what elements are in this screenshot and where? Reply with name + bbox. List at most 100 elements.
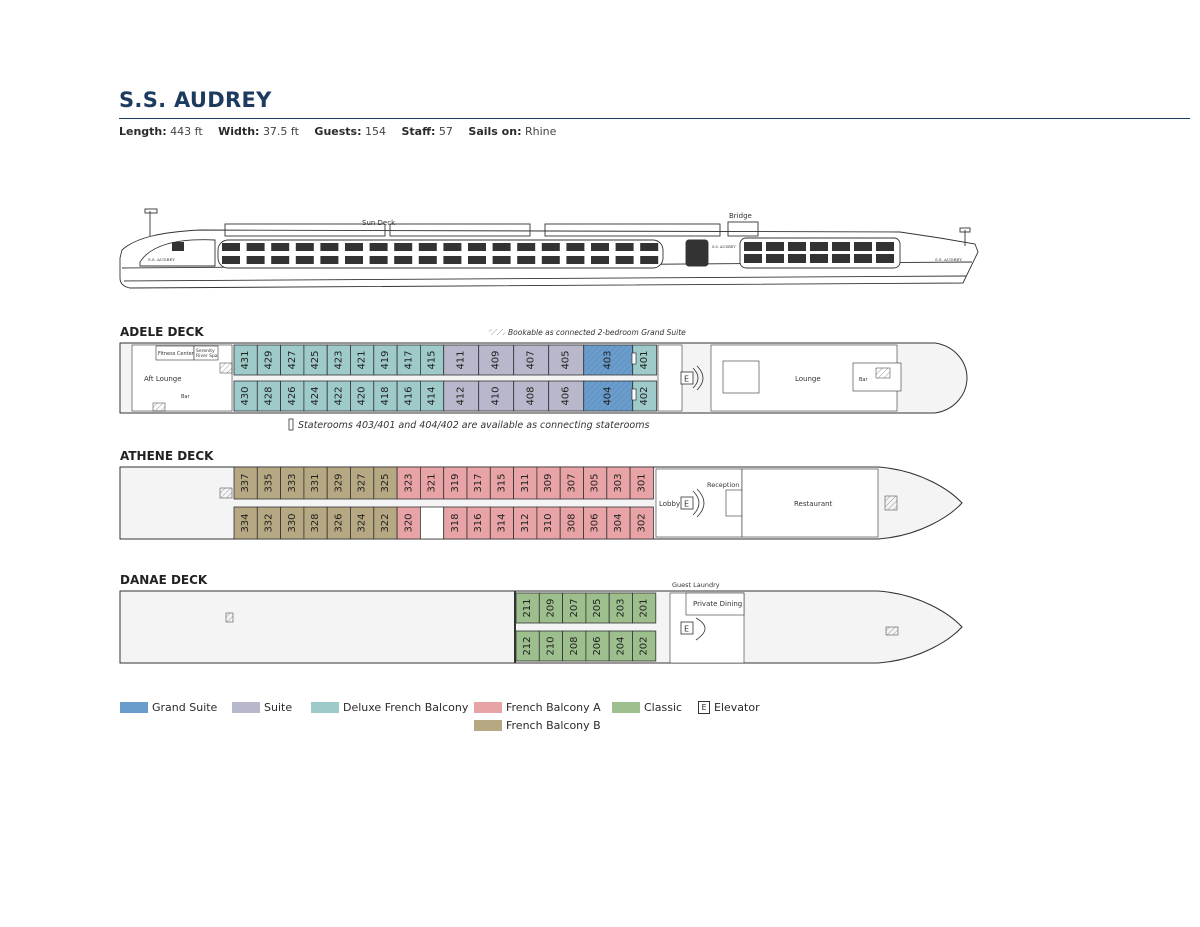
- cabin-408: [513, 380, 550, 412]
- cabin-number: 426: [287, 386, 298, 405]
- cabin-number: 202: [639, 636, 650, 655]
- profile-windows: [172, 242, 894, 264]
- cabin-number: 307: [566, 473, 577, 492]
- cabin-number: 327: [357, 473, 368, 492]
- cabin-409: [478, 344, 515, 376]
- cabin-number: 404: [603, 386, 614, 405]
- cabin-window: [615, 256, 634, 264]
- aft-lounge-label: Aft Lounge: [144, 375, 182, 383]
- cabin-401: [632, 344, 658, 376]
- lounge-window: [810, 254, 828, 263]
- cabin-number: 304: [613, 513, 624, 532]
- sun-deck-canopy-3: [544, 223, 721, 237]
- cabin-number: 420: [357, 386, 368, 405]
- cabin-number: 328: [310, 513, 321, 532]
- lounge-window: [766, 242, 784, 251]
- aft-window: [172, 242, 184, 251]
- cabin-number: 310: [543, 513, 554, 532]
- bridge-house: [727, 221, 759, 237]
- danae-elevator-icon: [680, 621, 694, 635]
- aft-mast-top: [144, 208, 158, 214]
- cabin-number: 209: [545, 598, 556, 617]
- fwd-bar-label: Bar: [859, 377, 868, 383]
- connecting-note: Staterooms 403/401 and 404/402 are avail…: [298, 420, 649, 431]
- cabin-window: [517, 256, 536, 264]
- cabin-407: [513, 344, 550, 376]
- aft-bar-label: Bar: [181, 394, 190, 400]
- cabin-window: [246, 243, 265, 251]
- cabin-number: 405: [561, 350, 572, 369]
- cabin-window: [320, 243, 339, 251]
- cabin-number: 201: [639, 598, 650, 617]
- cabin-window: [246, 256, 265, 264]
- adele-elevator-letter: E: [684, 375, 689, 384]
- cabin-number: 205: [592, 598, 603, 617]
- cabin-window: [541, 243, 560, 251]
- danae-elevator-letter: E: [684, 625, 689, 634]
- cabin-number: 403: [603, 350, 614, 369]
- cabin-number: 322: [380, 513, 391, 532]
- cabin-number: 301: [636, 473, 647, 492]
- connecting-door: [631, 388, 637, 401]
- cabin-window: [394, 243, 413, 251]
- cabin-number: 323: [403, 473, 414, 492]
- athene-staircase: [692, 490, 700, 516]
- hull-name-aft: S.S. AUDREY: [148, 257, 175, 262]
- cabin-number: 315: [496, 473, 507, 492]
- cabin-410: [478, 380, 515, 412]
- fwd-mast-top: [959, 227, 971, 233]
- cabin-window: [418, 243, 437, 251]
- cabin-window: [295, 256, 314, 264]
- cabin-number: 306: [590, 513, 601, 532]
- cabin-window: [443, 243, 462, 251]
- cabin-201: [632, 592, 657, 624]
- adele-fwd-corridor: [657, 344, 683, 412]
- spec-sails-on: Sails on: Rhine: [468, 125, 557, 138]
- cabin-number: 333: [287, 473, 298, 492]
- cabin-number: 337: [240, 473, 251, 492]
- spa-label-1: Serenity: [196, 348, 215, 354]
- ship-title: S.S. AUDREY: [119, 88, 272, 112]
- cabin-number: 421: [357, 350, 368, 369]
- cabin-number: 415: [427, 350, 438, 369]
- lounge-window: [744, 254, 762, 263]
- cabin-number: 207: [569, 598, 580, 617]
- cabin-window: [468, 243, 486, 251]
- legend-deluxe-french-balcony: Deluxe French Balcony: [311, 701, 468, 714]
- spa-room: [193, 345, 219, 361]
- adele-staircase-2: [696, 365, 704, 391]
- fwd-stairs: [875, 367, 891, 379]
- cabin-number: 203: [615, 598, 626, 617]
- cabin-number: 423: [333, 350, 344, 369]
- legend-grand-suite: Grand Suite: [120, 701, 217, 714]
- cabin-number: 416: [403, 386, 414, 405]
- cabin-412: [443, 380, 480, 412]
- private-dining-label: Private Dining: [693, 600, 742, 608]
- cabin-number: 303: [613, 473, 624, 492]
- lounge-window: [788, 242, 806, 251]
- cabin-302: [629, 506, 654, 540]
- cabin-number: 311: [520, 473, 531, 492]
- grand-suite-hatch-key: [489, 329, 505, 335]
- hull-name-fwd: S.S. AUDREY: [935, 257, 962, 262]
- connecting-door: [631, 352, 637, 365]
- cabin-number: 410: [491, 386, 502, 405]
- adele-elevator-icon: [680, 371, 694, 385]
- cabin-number: 320: [403, 513, 414, 532]
- legend-french-balcony-a: French Balcony A: [474, 701, 601, 714]
- lounge-window: [832, 242, 850, 251]
- cabin-number: 417: [403, 350, 414, 369]
- cabin-window: [541, 256, 560, 264]
- athene-elevator-icon: [680, 496, 694, 510]
- cabin-window: [222, 256, 240, 264]
- cabin-number: 425: [310, 350, 321, 369]
- cabin-number: 316: [473, 513, 484, 532]
- cabin-number: 414: [427, 386, 438, 405]
- cabin-405: [548, 344, 585, 376]
- french-balcony-b-swatch: [474, 720, 502, 731]
- cabin-number: 305: [590, 473, 601, 492]
